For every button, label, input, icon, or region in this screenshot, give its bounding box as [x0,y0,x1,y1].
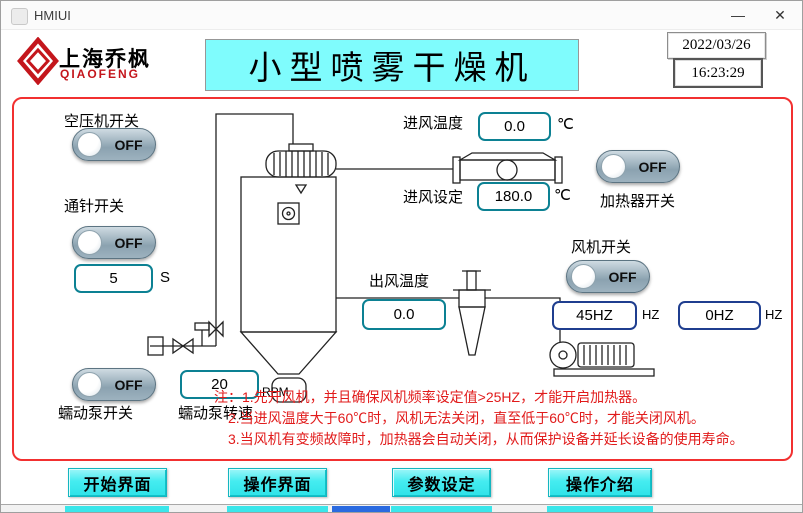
inlet-set-label: 进风设定 [403,189,464,206]
taskbar-segment [391,506,492,512]
app-icon [11,8,28,25]
date-display: 2022/03/26 [667,32,766,59]
outlet-temp-value: 0.0 [362,299,446,330]
note-line-2: 2.当进风温度大于60℃时，风机无法关闭，直至低于60℃时，才能关闭风机。 [228,410,705,426]
note-line-1: 注：1.先开风机，并且确保风机频率设定值>25HZ，才能开启加热器。 [214,389,647,405]
taskbar-segment [65,506,169,512]
needle-time-field[interactable]: 5 [74,264,153,293]
toggle-state: OFF [114,136,143,153]
window-titlebar [1,1,802,30]
toggle-state: OFF [114,234,143,251]
minimize-button[interactable]: — [731,7,745,23]
nav-button-parameter-setting[interactable]: 参数设定 [392,468,491,497]
page-title: 小型喷雾干燥机 [205,39,579,91]
fan-freq-set-unit: HZ [642,307,660,322]
toggle-state: OFF [638,158,667,175]
toggle-state: OFF [608,268,637,285]
inlet-set-unit: ℃ [554,187,571,204]
pump-speed-label: 蠕动泵转速 [178,405,254,422]
taskbar-segment [227,506,328,512]
bottom-strip [1,504,802,512]
time-display: 16:23:29 [673,58,763,88]
inlet-temp-label: 进风温度 [403,115,464,132]
outlet-temp-label: 出风温度 [369,273,430,290]
taskbar-segment [332,506,390,512]
fan-freq-actual-unit: HZ [765,307,783,322]
nav-button-operation-intro[interactable]: 操作介绍 [548,468,652,497]
fan-freq-set-field[interactable]: 45HZ [552,301,637,330]
needle-time-unit: S [160,269,171,286]
toggle-knob [571,264,596,289]
inlet-set-field[interactable]: 180.0 [477,182,550,211]
toggle-knob [601,154,626,179]
main-panel [12,97,793,461]
note-line-3: 3.当风机有变频故障时，加热器会自动关闭，从而保护设备并延长设备的使用寿命。 [228,431,744,447]
toggle-knob [77,132,102,157]
toggle-knob [77,372,102,397]
fan-freq-actual-value: 0HZ [678,301,761,330]
peristaltic-pump-toggle[interactable]: OFF [72,368,156,401]
air-compressor-label: 空压机开关 [64,113,140,130]
fan-toggle[interactable]: OFF [566,260,650,293]
toggle-knob [77,230,102,255]
peristaltic-pump-label: 蠕动泵开关 [58,405,134,422]
window-title: HMIUI [34,8,71,23]
inlet-temp-unit: ℃ [557,116,574,133]
brand-logo-icon [17,37,59,85]
pump-speed-field[interactable]: 20 [180,370,259,399]
taskbar-segment [547,506,653,512]
inlet-temp-value: 0.0 [478,112,551,141]
brand-name-en: QIAOFENG [60,67,141,81]
nav-button-operation-screen[interactable]: 操作界面 [228,468,327,497]
close-button[interactable]: ✕ [774,6,786,23]
air-compressor-toggle[interactable]: OFF [72,128,156,161]
nav-button-start-screen[interactable]: 开始界面 [68,468,167,497]
brand-name-cn: 上海乔枫 [59,48,151,71]
needle-toggle[interactable]: OFF [72,226,156,259]
fan-label: 风机开关 [571,239,632,256]
heater-label: 加热器开关 [600,193,676,210]
heater-toggle[interactable]: OFF [596,150,680,183]
needle-label: 通针开关 [64,198,125,215]
toggle-state: OFF [114,376,143,393]
